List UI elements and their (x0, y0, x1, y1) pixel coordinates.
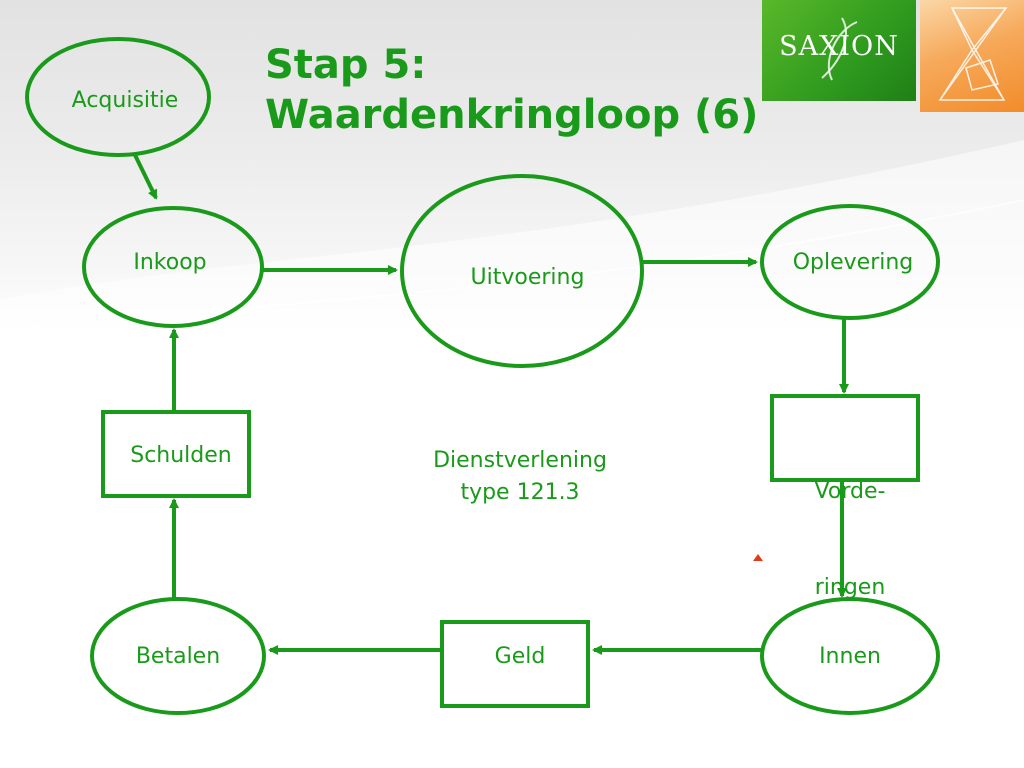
node-inkoop (82, 206, 264, 328)
title-line-2: Waardenkringloop (6) (265, 92, 759, 138)
label-uitvoering: Uitvoering (470, 265, 585, 290)
label-vorderingen-line2: ringen (814, 575, 886, 600)
node-uitvoering (400, 174, 644, 368)
node-geld (440, 620, 590, 708)
logo-swirl-icon (821, 17, 858, 81)
node-acquisitie (25, 37, 211, 157)
label-betalen: Betalen (135, 644, 221, 669)
title-line-1: Stap 5: (265, 42, 427, 88)
label-acquisitie: Acquisitie (71, 88, 179, 113)
diagram-caption: Dienstverlening type 121.3 (390, 445, 650, 509)
node-betalen (90, 597, 266, 715)
label-vorderingen-line1: Vorde- (814, 479, 886, 504)
node-schulden (101, 410, 251, 498)
slide-title: Stap 5: Waardenkringloop (6) (265, 40, 758, 140)
arrow-acquisitie-inkoop (133, 154, 158, 200)
label-inkoop: Inkoop (133, 250, 207, 275)
label-vorderingen: Vorde- ringen (785, 412, 915, 636)
label-oplevering: Oplevering (792, 250, 914, 275)
node-oplevering (760, 204, 940, 320)
caption-line-2: type 121.3 (460, 480, 580, 505)
label-geld: Geld (494, 644, 546, 669)
label-innen: Innen (819, 644, 881, 669)
geometric-pattern-icon (938, 7, 1008, 101)
node-innen (760, 597, 940, 715)
caption-line-1: Dienstverlening (433, 448, 607, 473)
saxion-logo: SAXION (762, 0, 916, 101)
label-schulden: Schulden (130, 443, 232, 468)
decorative-orange-panel (920, 0, 1024, 112)
node-vorderingen (770, 394, 920, 482)
logo-text: SAXION (779, 31, 899, 62)
small-marker-icon (753, 554, 763, 561)
